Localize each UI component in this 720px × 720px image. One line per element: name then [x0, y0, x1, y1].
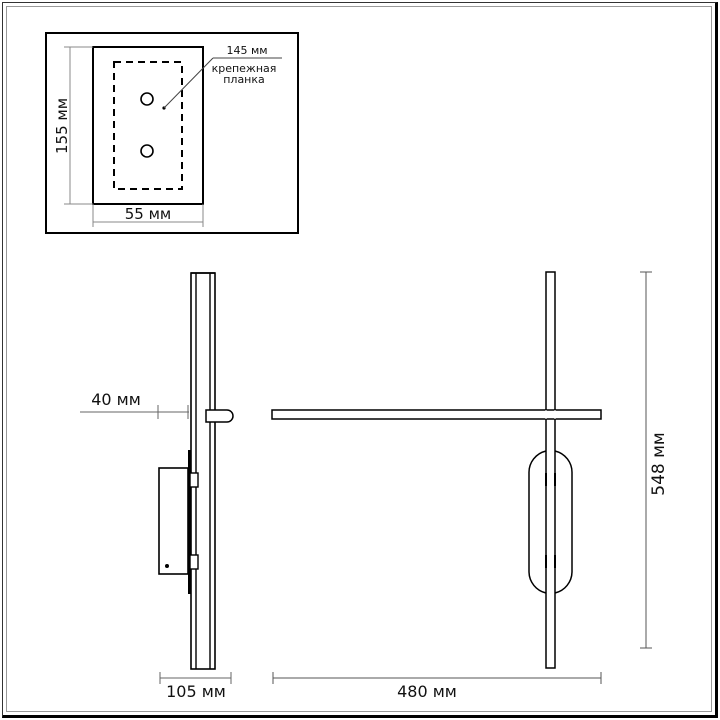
- mount-hole-top: [140, 92, 154, 106]
- leader-line: [163, 57, 214, 109]
- canopy-oval-left: [528, 450, 547, 594]
- clamp-top: [189, 472, 199, 488]
- base-plate-outline: [92, 46, 204, 205]
- wall-plate-edge: [188, 450, 191, 594]
- plate-caption-line2: планка: [223, 73, 265, 86]
- front-width-label: 480 мм: [397, 682, 457, 701]
- depth-label: 105 мм: [166, 682, 226, 701]
- canopy-box: [158, 467, 189, 575]
- mount-hole-bottom: [140, 144, 154, 158]
- mounting-bracket-outline: [113, 61, 183, 190]
- front-view: 548 мм 480 мм: [271, 271, 669, 701]
- inner-frame: [6, 6, 712, 712]
- side-bar-outer: [190, 272, 216, 670]
- plate-caption-line1: крепежная: [212, 62, 277, 75]
- front-clamp-top-left: [545, 473, 547, 486]
- inset-border: [45, 32, 299, 234]
- canopy-screw-icon: [165, 564, 169, 568]
- clamp-bottom: [189, 554, 199, 570]
- plate-dimension-label: 145 мм: [226, 44, 267, 57]
- front-horizontal-bar: [271, 409, 602, 420]
- inset-width-label: 55 мм: [125, 205, 172, 223]
- offset-label: 40 мм: [91, 390, 141, 409]
- front-height-label: 548 мм: [649, 432, 669, 496]
- canopy-oval-right: [554, 450, 573, 594]
- front-clamp-bottom-left: [545, 555, 547, 568]
- front-vertical-bar: [545, 271, 556, 669]
- side-knob: [205, 409, 234, 423]
- side-view: 40 мм 105 мм: [80, 272, 234, 701]
- front-clamp-top-right: [554, 473, 556, 486]
- front-clamp-bottom-right: [554, 555, 556, 568]
- inset-height-label: 155 мм: [53, 98, 71, 154]
- inset-panel: 145 мм крепежная планка 155 мм 55 мм: [45, 32, 299, 234]
